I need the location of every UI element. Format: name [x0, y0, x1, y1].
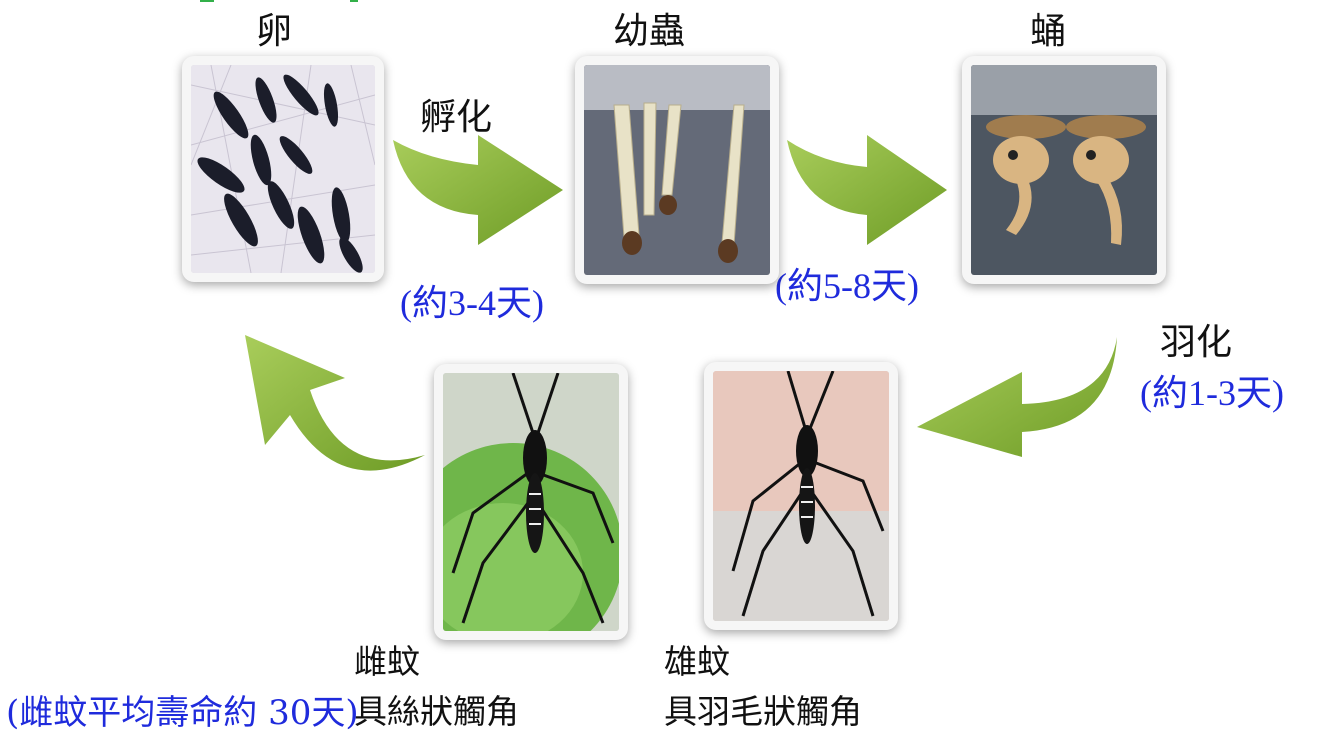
larva-photo	[575, 56, 779, 284]
pupa-photo	[962, 56, 1166, 284]
female-title: 雌蚊	[354, 642, 420, 681]
arrow-egg-to-larva	[393, 135, 563, 245]
lifespan-note: (雌蚊平均壽命約 30天)	[6, 693, 359, 733]
male-title: 雄蚊	[664, 642, 730, 681]
pupa-label: 蛹	[1030, 11, 1067, 52]
cropped-title-fragment	[150, 0, 450, 6]
emerge-duration: (約1-3天)	[1140, 373, 1284, 413]
male-mosquito-photo	[704, 362, 898, 630]
male-antenna-caption: 具羽毛狀觸角	[664, 692, 862, 731]
emerge-label: 羽化	[1160, 322, 1233, 363]
hatch-duration: (約3-4天)	[400, 283, 544, 323]
egg-photo	[182, 56, 384, 282]
larva-label: 幼蟲	[613, 11, 686, 52]
egg-label: 卵	[256, 11, 293, 52]
arrow-larva-to-pupa	[787, 135, 947, 245]
female-mosquito-photo	[434, 364, 628, 640]
larva-duration: (約5-8天)	[775, 266, 919, 306]
arrow-adult-to-egg	[245, 335, 425, 471]
female-antenna-caption: 具絲狀觸角	[354, 692, 519, 731]
hatch-label: 孵化	[420, 97, 493, 138]
arrow-pupa-to-adult	[917, 337, 1117, 457]
